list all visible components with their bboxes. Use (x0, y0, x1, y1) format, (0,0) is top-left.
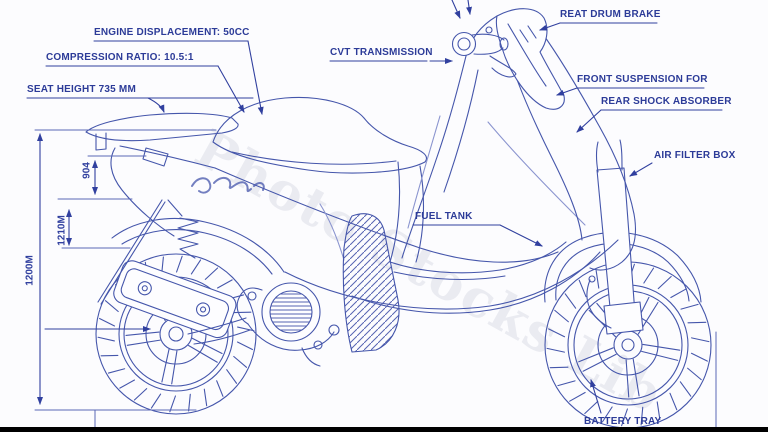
leader-front-suspension (556, 87, 578, 96)
label-engine-displacement: ENGINE DISPLACEMENT: 50CC (94, 27, 250, 38)
label-fuel-tank: FUEL TANK (415, 211, 473, 222)
label-seat-height: SEAT HEIGHT 735 MM (27, 84, 136, 95)
label-rear-drum-brake: REAT DRUM BRAKE (560, 9, 661, 20)
rear-rack (85, 112, 239, 167)
seat (212, 96, 427, 174)
rear-shock-spring (97, 199, 199, 305)
leader-top-2 (466, 0, 472, 15)
front-fork (586, 139, 644, 335)
label-compression-ratio: COMPRESSION RATIO: 10.5:1 (46, 52, 194, 63)
label-air-filter-box: AIR FILTER BOX (654, 150, 736, 161)
front-shield (401, 15, 637, 271)
leader-battery-tray (590, 379, 602, 414)
leader-engine-displacement (247, 40, 264, 115)
leader-rear-shock (576, 109, 602, 133)
dim-label-1200: 1200M (24, 255, 36, 286)
leader-fuel-tank (499, 224, 543, 247)
dim-label-904: 904 (81, 162, 93, 179)
label-rear-shock-absorber: REAR SHOCK ABSORBER (601, 96, 732, 107)
engine (187, 282, 340, 367)
leader-rear-drum (539, 22, 561, 31)
muffler (113, 260, 237, 339)
bottom-letterbox-bar (0, 427, 768, 432)
body-logo-script (191, 176, 265, 194)
label-battery-tray: BATTERY TRAY (584, 416, 662, 427)
intake-duct (342, 213, 400, 353)
leader-compression-ratio (217, 65, 245, 113)
dim-label-1210: 1210M (56, 215, 68, 246)
label-cvt-transmission: CVT TRANSMISSION (330, 47, 433, 58)
label-front-suspension: FRONT SUSPENSION FOR (577, 74, 708, 85)
leader-seat-height (147, 97, 165, 113)
handlebar-cluster (451, 8, 565, 110)
leader-air-filter (629, 162, 653, 177)
leader-top-1 (451, 0, 461, 19)
body-panels (110, 121, 619, 314)
